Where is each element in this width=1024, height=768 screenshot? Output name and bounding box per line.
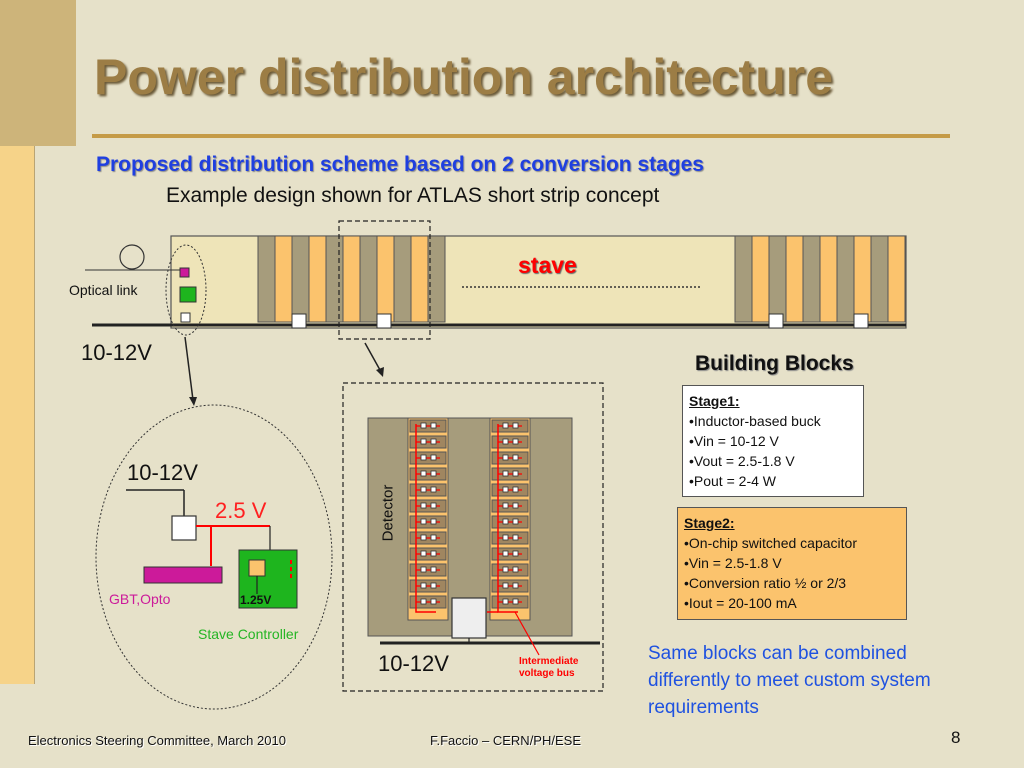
controller-voltage-label: 10-12V bbox=[127, 460, 198, 485]
subtitle-secondary: Example design shown for ATLAS short str… bbox=[166, 184, 660, 207]
stage2-item: •Iout = 20-100 mA bbox=[684, 595, 797, 611]
stage2-item: •Conversion ratio ½ or 2/3 bbox=[684, 575, 847, 591]
same-blocks-note: Same blocks can be combined differently … bbox=[648, 643, 931, 718]
stage1-item: •Vin = 10-12 V bbox=[689, 433, 779, 449]
intermediate-voltage-label: 2.5 V bbox=[215, 498, 267, 523]
footer-event: Electronics Steering Committee, March 20… bbox=[28, 733, 286, 748]
stave bbox=[85, 220, 907, 340]
stage1-item: •Inductor-based buck bbox=[689, 413, 821, 429]
stage1-title: Stage1: bbox=[689, 393, 740, 409]
stage2-item: •Vin = 2.5-1.8 V bbox=[684, 555, 782, 571]
stage1-box: Stage1: •Inductor-based buck •Vin = 10-1… bbox=[682, 385, 864, 497]
stave-controller-label: Stave Controller bbox=[198, 626, 299, 642]
controller-core-voltage-label: 1.25V bbox=[240, 593, 272, 607]
module-detail bbox=[342, 382, 604, 692]
stave-controller-detail bbox=[95, 404, 333, 710]
intermediate-bus-label: Intermediate voltage bus bbox=[519, 656, 579, 679]
detector-label: Detector bbox=[379, 484, 397, 542]
stage2-box: Stage2: •On-chip switched capacitor •Vin… bbox=[677, 507, 907, 620]
footer-author: F.Faccio – CERN/PH/ESE bbox=[430, 733, 581, 748]
title-accent-block bbox=[0, 0, 76, 146]
title-rule bbox=[92, 134, 950, 138]
stave-voltage-label: 10-12V bbox=[81, 340, 152, 365]
page-number: 8 bbox=[951, 728, 961, 747]
building-blocks-heading: Building Blocks bbox=[695, 352, 854, 375]
module-voltage-label: 10-12V bbox=[378, 651, 449, 676]
slide-title: Power distribution architecture bbox=[94, 49, 834, 105]
stage2-title: Stage2: bbox=[684, 515, 735, 531]
optical-link-label: Optical link bbox=[69, 282, 138, 298]
left-accent-bar bbox=[0, 146, 35, 684]
stage1-item: •Pout = 2-4 W bbox=[689, 473, 776, 489]
stave-label: stave bbox=[518, 252, 577, 278]
stage2-item: •On-chip switched capacitor bbox=[684, 535, 857, 551]
gbt-opto-label: GBT,Opto bbox=[109, 591, 171, 607]
detector-label-container: Detector bbox=[368, 458, 408, 568]
subtitle: Proposed distribution scheme based on 2 … bbox=[96, 153, 704, 176]
stage1-item: •Vout = 2.5-1.8 V bbox=[689, 453, 795, 469]
